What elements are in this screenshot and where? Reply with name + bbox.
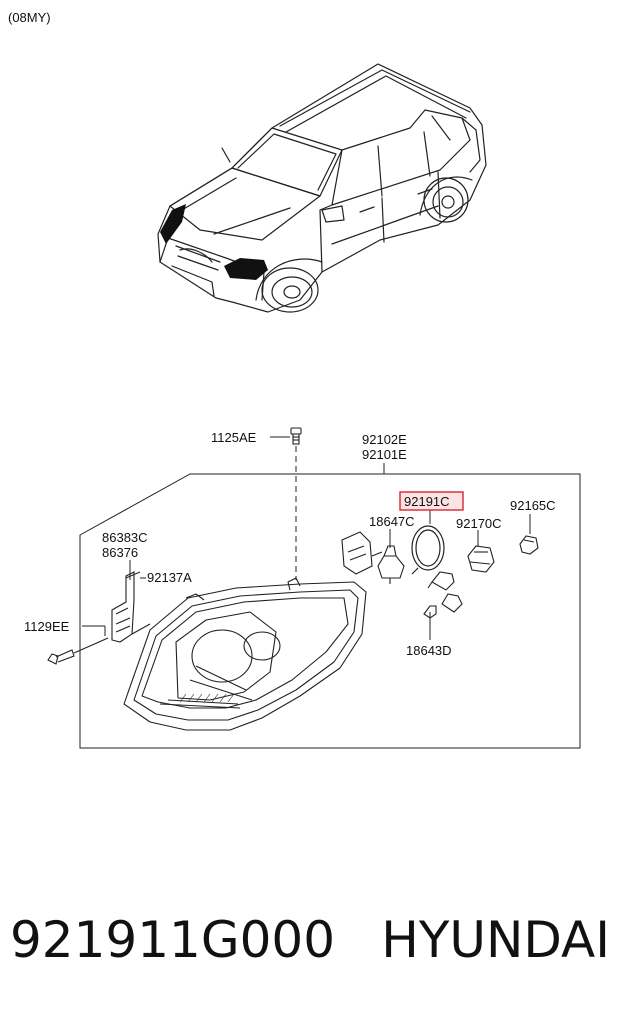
lens-hatch <box>179 693 235 703</box>
socket-92170c <box>467 545 495 573</box>
brand-name: HYUNDAI <box>381 911 610 969</box>
retaining-ring <box>411 525 445 575</box>
label-18643d: 18643D <box>406 643 452 658</box>
headlamp-assembly <box>123 577 367 731</box>
assembly-frame <box>79 436 581 749</box>
bulb-18643d <box>423 593 463 619</box>
label-92102e: 92102E <box>362 432 407 447</box>
footer-bar: 921911G000 HYUNDAI <box>10 900 610 980</box>
small-bulb <box>427 571 455 591</box>
mounting-bracket <box>111 571 151 643</box>
label-86376: 86376 <box>102 545 138 560</box>
label-92165c: 92165C <box>510 498 556 513</box>
label-18647c: 18647C <box>369 514 415 529</box>
label-92191c[interactable]: 92191C <box>404 494 450 509</box>
vehicle-illustration <box>157 63 487 313</box>
label-92101e: 92101E <box>362 447 407 462</box>
label-86383c: 86383C <box>102 530 148 545</box>
headlight-highlight-left <box>160 204 186 244</box>
label-1125ae: 1125AE <box>211 430 257 445</box>
headlight-highlight-right <box>224 258 268 280</box>
bulb-socket <box>341 531 405 584</box>
bolt-1125ae <box>290 427 302 445</box>
label-92170c: 92170C <box>456 516 502 531</box>
bolt-1129ee <box>47 637 109 665</box>
label-1129ee: 1129EE <box>24 619 70 634</box>
bulb-92165c <box>519 535 539 555</box>
highlight-box-92191c <box>399 491 464 511</box>
label-92137a: 92137A <box>147 570 192 585</box>
part-number: 921911G000 <box>10 911 336 969</box>
model-year-label: (08MY) <box>8 10 51 25</box>
